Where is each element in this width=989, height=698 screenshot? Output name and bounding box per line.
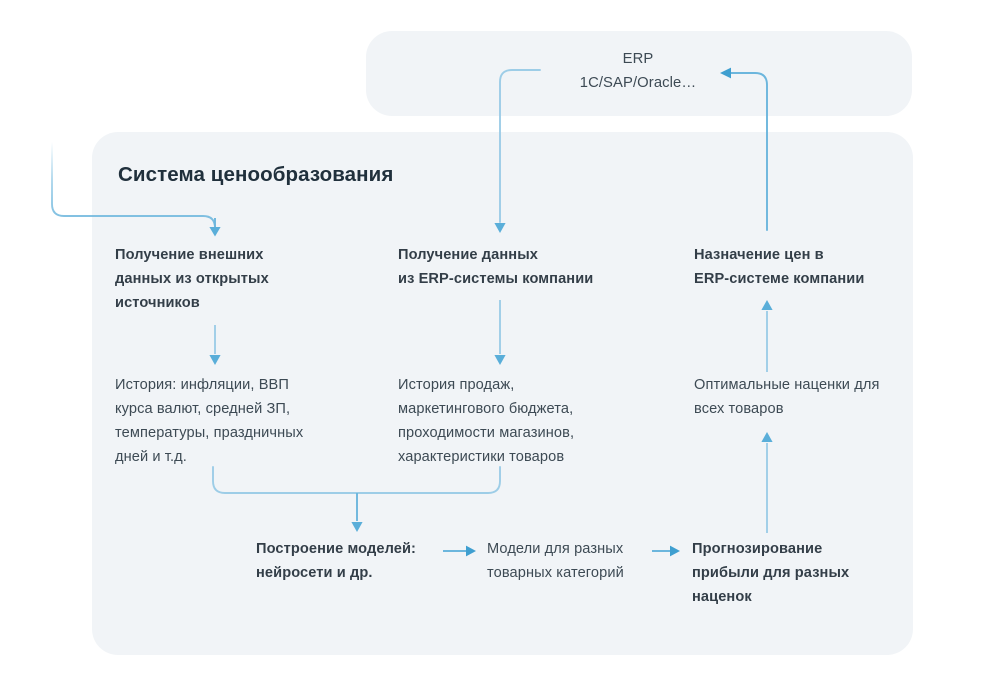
- column-heading-erp-data: Получение данных из ERP-системы компании: [398, 247, 594, 287]
- column-body-erp-data: История продаж, маркетингового бюджета, …: [398, 377, 575, 465]
- page-title: Система ценообразования: [118, 163, 394, 186]
- column-heading-external-data: Получение внешних данных из открытых ист…: [115, 247, 269, 311]
- bottom-item-category-models: Модели для разных товарных категорий: [487, 541, 624, 581]
- bottom-item-profit-forecast: Прогнозирование прибыли для разных нацен…: [692, 541, 850, 605]
- column-heading-price-assignment: Назначение цен в ERP-системе компании: [694, 247, 865, 287]
- erp-label: ERP 1C/SAP/Oracle…: [579, 51, 697, 91]
- bottom-item-model-building: Построение моделей: нейросети и др.: [256, 541, 417, 581]
- erp-panel: [366, 31, 912, 116]
- column-body-price-assignment: Оптимальные наценки для всех товаров: [694, 377, 880, 417]
- column-body-external-data: История: инфляции, ВВП курса валют, сред…: [115, 377, 304, 465]
